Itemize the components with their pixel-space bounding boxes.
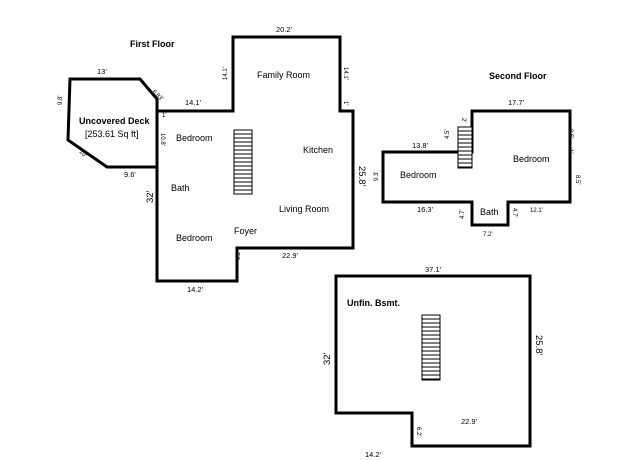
second-dim-bath-right: 4.7' [511,208,517,218]
basement-dim-left: 32' [322,352,333,365]
deck-dim-lower-diagonal: 10' [78,149,88,159]
room-family-room: Family Room [257,70,310,80]
room-foyer: Foyer [234,226,257,236]
first-dim-right: 25.8' [356,166,367,186]
room-bedroom-4: Bedroom [400,170,437,180]
basement-outline [334,274,532,448]
deck-title: Uncovered Deck [79,116,151,126]
second-dim-bottom-right: 12.1' [530,208,543,214]
first-dim-left: 32' [145,190,156,203]
room-bath-2: Bath [480,207,499,217]
basement-dim-top: 37.1' [425,265,442,274]
room-living-room: Living Room [279,204,329,214]
basement-dim-bottom-left: 14.2' [365,450,382,459]
second-dim-bath-left: 4.7' [460,210,466,220]
second-dim-right-upper: 8.5' [567,129,573,139]
room-bedroom-1: Bedroom [176,133,213,143]
deck-dim-top: 13' [97,67,107,76]
first-dim-ledge: 14.1' [185,98,202,107]
first-dim-family-right: 14.1' [342,67,348,80]
deck-dim-left: 9.8' [58,96,64,106]
second-floor-stairs [457,126,473,169]
first-dim-top: 20.2' [276,25,293,34]
second-floor-outline [381,109,572,227]
second-dim-bottom-left: 16.3' [417,205,434,214]
first-dim-bottom-right: 22.9' [282,251,299,260]
basement-dim-right: 25.8' [533,335,544,355]
second-dim-right-lower: 8.5' [574,175,580,185]
first-floor-title: First Floor [130,39,175,49]
first-floor-outline [155,35,355,283]
first-dim-left-mid: 10.8' [159,133,165,146]
second-dim-stair-side: 4.5' [445,130,451,140]
first-dim-notch: 1' [342,101,348,105]
basement-stairs [421,314,441,381]
room-kitchen: Kitchen [303,145,333,155]
basement-dim-bottom-right: 22.9' [461,417,478,426]
first-dim-left-small: 1' [162,113,166,119]
deck-area: [253.61 Sq ft] [85,129,139,139]
second-dim-right-small: 1' [567,149,573,153]
second-dim-top: 17.7' [508,98,525,107]
second-dim-left: 9.3' [374,172,380,182]
room-bedroom-3: Bedroom [513,154,550,164]
first-dim-step: 6.2' [236,251,242,261]
first-dim-bottom-left: 14.2' [187,285,204,294]
second-floor-title: Second Floor [489,71,547,81]
room-bedroom-2: Bedroom [176,233,213,243]
second-dim-stair-top: 2' [460,118,466,122]
first-dim-family-left: 14.1' [223,67,229,80]
first-floor-stairs [233,129,253,195]
room-bath-1: Bath [171,183,190,193]
basement-dim-step: 6.2' [415,427,421,437]
second-dim-left-top: 13.8' [412,141,429,150]
room-unfinished-basement: Unfin. Bsmt. [347,298,400,308]
second-dim-bath-bottom: 7.2' [483,232,493,238]
deck-dim-bottom: 9.6' [124,170,136,179]
